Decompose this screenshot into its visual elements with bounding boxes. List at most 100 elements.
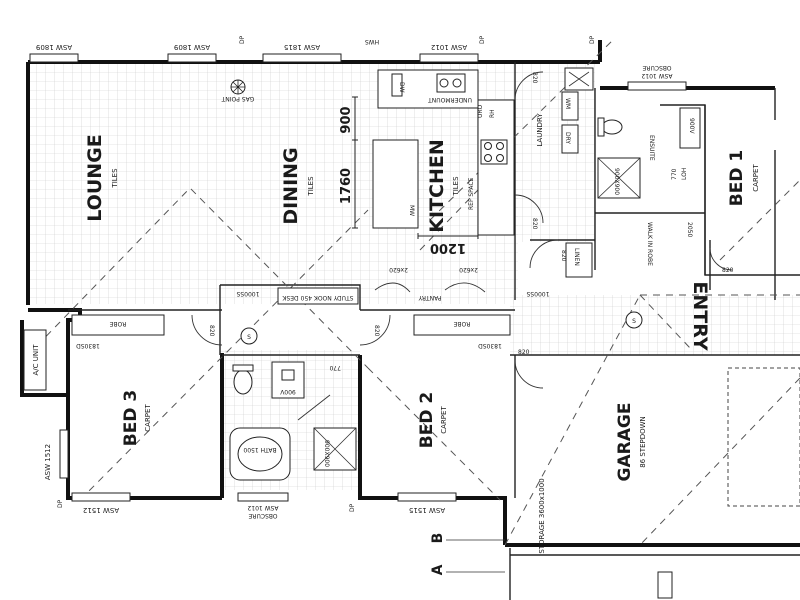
smoke-detector-icon [240, 327, 258, 345]
bed3-label: BED 3 [121, 390, 141, 446]
pantry-study: STUDY NOOK 450 DESK PANTRY 2x620 2x620 1… [236, 266, 549, 305]
hws-label: HWS [365, 38, 379, 45]
ensuite-label: ENSUITE [648, 135, 655, 161]
laundry-tiles [515, 62, 595, 242]
uro-label: URO [477, 104, 484, 118]
bath-vanity-label: 900V [279, 388, 295, 395]
entry-label: ENTRY [689, 281, 711, 350]
section-marker-a: A [430, 564, 446, 575]
bath-door [297, 394, 331, 421]
pantry-label: PANTRY [418, 294, 441, 301]
bed2-label: BED 2 [417, 392, 437, 448]
bed3-side-window [59, 429, 69, 479]
linen-label: LINEN [573, 248, 580, 266]
bed3-robe [71, 314, 165, 336]
bathroom-fixtures: 900V BATH 1500 900X900 [229, 361, 357, 481]
bath-label: BATH 1500 [243, 446, 276, 453]
bath-window [237, 492, 289, 502]
study-nook-label: STUDY NOOK 450 DESK [281, 294, 353, 301]
smoke-detector-icon [625, 311, 643, 329]
ensuite-window-label: ASW 1012 [641, 72, 672, 79]
door-1830sd: 1830SD [478, 342, 502, 349]
smoke-detector-label: S [632, 318, 636, 325]
rh-label: RH [489, 109, 496, 118]
dp-label: DP [239, 35, 246, 44]
dim-1200: 1200 [430, 240, 466, 255]
ensuite-fixtures: 900V 900X900 ENSUITE 770 LOH [597, 107, 701, 199]
garage-lower-edge [509, 548, 800, 600]
study-desk [277, 287, 359, 305]
section-lines [446, 539, 505, 573]
kitchen-island [372, 139, 419, 229]
door-1830sd: 1830SD [76, 342, 100, 349]
loh-label: LOH [681, 168, 688, 180]
bed3-bottom-window-label: ASW 1512 [83, 506, 119, 514]
door-820: 820 [722, 267, 734, 274]
ensuite-obscure-label: OBSCURE [642, 64, 671, 71]
wm-label: WM [564, 98, 571, 109]
mw-label: MW [408, 205, 415, 216]
ac-unit [23, 329, 47, 391]
bed3-door [191, 314, 223, 346]
bath-window-label: ASW 1012 [247, 504, 278, 511]
dry-label: DRY [564, 132, 571, 144]
kitchen-side-bench [477, 99, 515, 236]
bath-shower-label: 900X900 [323, 440, 330, 467]
bed2-bottom-window-label: ASW 1515 [409, 506, 445, 514]
bed3-bottom-window [71, 492, 131, 502]
laundry-fixtures: WM DRY LAUNDRY 820 820 [514, 67, 594, 230]
walk-in-robe-label: WALK IN ROBE [646, 222, 653, 266]
door-2050: 2050 [686, 222, 693, 237]
bed2-sub: CARPET [440, 406, 448, 434]
bed1-label: BED 1 [727, 150, 747, 206]
dw-label: DW [398, 82, 405, 93]
bed3-sub: CARPET [144, 404, 152, 432]
ensuite-vanity-label: 900V [688, 118, 695, 134]
dp-label: DP [57, 499, 64, 508]
door-2x620: 2x620 [459, 266, 478, 273]
door-820: 820 [373, 325, 380, 337]
smoke-detector-label: S [247, 334, 251, 341]
door-820: 820 [518, 349, 530, 356]
linen-cupboard [565, 242, 593, 278]
door-820: 820 [531, 218, 538, 230]
garage-sub: 86 STEPDOWN [639, 416, 647, 468]
dp-label: DP [349, 503, 356, 512]
bed2-door [359, 314, 391, 346]
garage-car-outline [727, 367, 800, 507]
linen-door [529, 239, 559, 269]
door-1000ss: 1000SS [236, 290, 259, 297]
undermount-label: UNDERMOUNT [428, 96, 472, 103]
door-820: 820 [560, 250, 567, 262]
dining-sub: TILES [307, 176, 315, 197]
roof-lines [27, 37, 800, 546]
door-2x620: 2x620 [389, 266, 408, 273]
bed2-robe-label: ROBE [453, 320, 470, 327]
garage-door [514, 359, 544, 389]
ref-space-label: REF SPACE [468, 177, 475, 210]
window-label: ASW 1809 [174, 43, 210, 51]
bed2-bottom-window [397, 492, 457, 502]
bed1-sub: CARPET [752, 164, 760, 192]
ensuite-shower-label: 900X900 [613, 168, 620, 195]
interior-walls [68, 62, 800, 498]
room-labels: LOUNGE TILES DINING TILES KITCHEN TILES … [84, 134, 760, 553]
storage-label: STORAGE 3600x1000 [538, 478, 546, 553]
dim-900: 900 [339, 106, 354, 133]
bath-toilet [233, 369, 253, 395]
ensuite-window [627, 81, 687, 91]
door-770: 770 [329, 364, 341, 371]
door-770: 770 [671, 168, 678, 180]
bath-obscure-label: OBSCURE [248, 512, 277, 519]
bed3-side-window-label: ASW 1512 [44, 444, 52, 480]
gas-point-label: GAS POINT [221, 95, 254, 102]
bed3-robe-label: ROBE [109, 320, 126, 327]
window-label: ASW 1012 [431, 43, 467, 51]
top-windows: ASW 1809 ASW 1809 ASW 1815 ASW 1012 HWS … [29, 35, 596, 63]
ensuite-toilet [601, 119, 623, 135]
ac-unit-label: A/C UNIT [32, 344, 40, 376]
kitchen-fixtures: DW UNDERMOUNT URO RH REF SPACE MW GAS PO… [221, 69, 515, 236]
dining-label: DINING [280, 147, 302, 224]
entry-tiles [510, 295, 800, 355]
bed2-robe [413, 314, 511, 336]
